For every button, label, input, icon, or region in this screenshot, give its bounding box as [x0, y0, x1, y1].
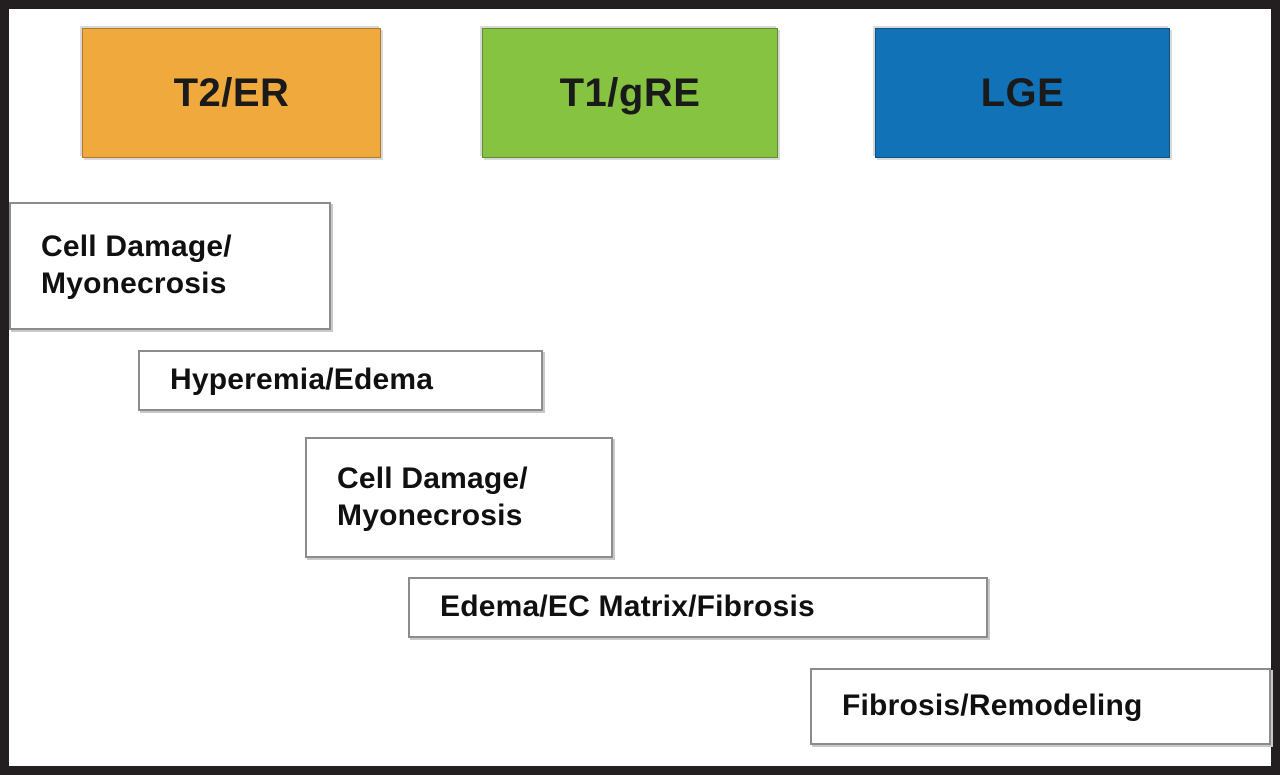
- modality-box-lge: LGE: [875, 28, 1170, 158]
- process-box-cell-damage-myonecrosis-1: Cell Damage/ Myonecrosis: [9, 202, 331, 330]
- modality-label-lge: LGE: [980, 71, 1065, 115]
- process-label-cell-damage-myonecrosis-2: Cell Damage/ Myonecrosis: [337, 461, 528, 532]
- modality-label-t1-gre: T1/gRE: [559, 71, 701, 115]
- process-label-fibrosis-remodeling: Fibrosis/Remodeling: [842, 689, 1143, 723]
- modality-label-t2-er: T2/ER: [173, 71, 290, 115]
- process-box-hyperemia-edema: Hyperemia/Edema: [138, 350, 543, 411]
- process-box-edema-ec-matrix-fibrosis: Edema/EC Matrix/Fibrosis: [408, 577, 988, 638]
- process-box-fibrosis-remodeling: Fibrosis/Remodeling: [810, 668, 1271, 745]
- process-box-cell-damage-myonecrosis-2: Cell Damage/ Myonecrosis: [305, 437, 613, 558]
- frame-right-border: [1271, 0, 1280, 775]
- frame-left-border: [0, 0, 9, 775]
- process-label-edema-ec-matrix-fibrosis: Edema/EC Matrix/Fibrosis: [440, 590, 815, 624]
- frame-bottom-border: [0, 766, 1280, 775]
- modality-box-t2-er: T2/ER: [82, 28, 381, 158]
- process-label-hyperemia-edema: Hyperemia/Edema: [170, 363, 434, 397]
- modality-box-t1-gre: T1/gRE: [482, 28, 778, 158]
- process-label-cell-damage-myonecrosis-1: Cell Damage/ Myonecrosis: [41, 230, 232, 300]
- frame-top-border: [0, 0, 1280, 9]
